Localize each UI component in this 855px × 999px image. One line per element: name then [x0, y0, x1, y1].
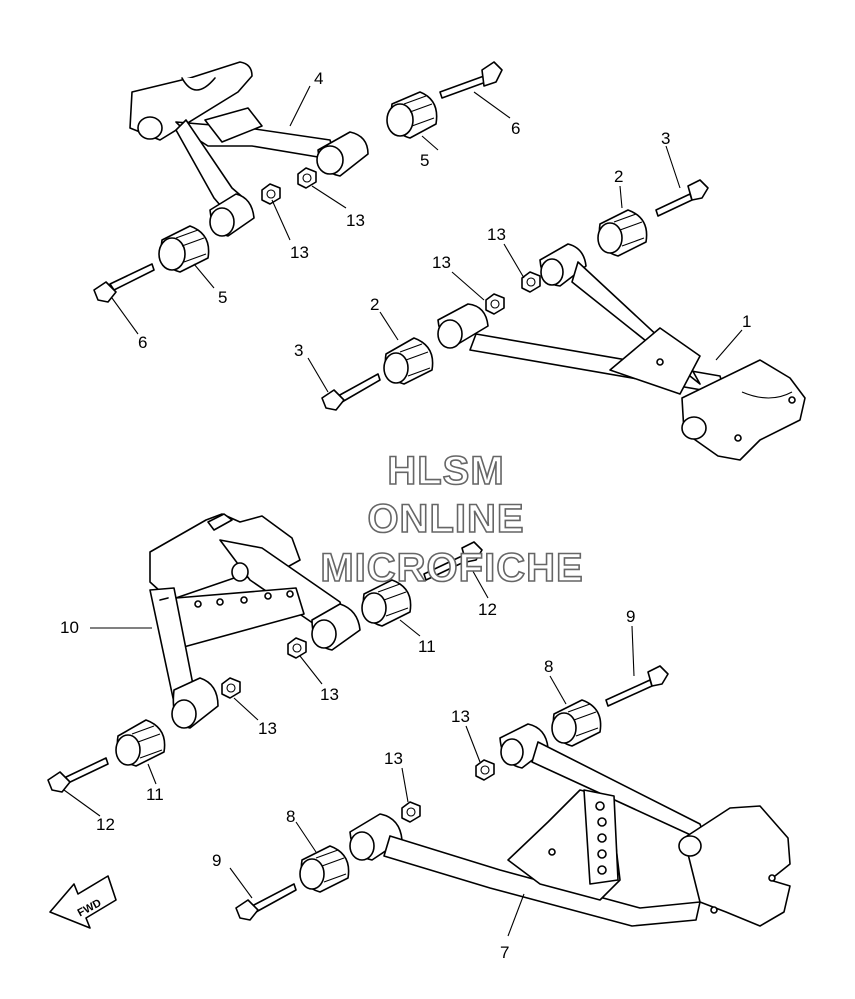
- callout-9b: 9: [212, 851, 221, 870]
- callout-1a: 1: [742, 312, 751, 331]
- lower-hardware: [47, 541, 669, 921]
- callout-6b: 6: [138, 333, 147, 352]
- callout-12b: 12: [96, 815, 115, 834]
- callout-13f: 13: [258, 719, 277, 738]
- callout-13h: 13: [384, 749, 403, 768]
- callout-13e: 13: [320, 685, 339, 704]
- callout-5b: 5: [218, 288, 227, 307]
- fwd-arrow-icon: FWD: [49, 875, 117, 929]
- callout-3a: 3: [661, 129, 670, 148]
- callout-13g: 13: [451, 707, 470, 726]
- callout-2a: 2: [614, 167, 623, 186]
- callout-11b: 11: [146, 785, 164, 804]
- callout-13d: 13: [487, 225, 506, 244]
- watermark-line-2: ONLINE: [367, 497, 524, 541]
- callout-13c: 13: [432, 253, 451, 272]
- callout-10: 10: [60, 618, 79, 637]
- watermark-line-1: HLSM: [387, 449, 504, 493]
- callout-6a: 6: [511, 119, 520, 138]
- lower-arm-right: [349, 723, 791, 927]
- callout-12a: 12: [478, 600, 497, 619]
- watermark-line-3: MICROFICHE: [320, 546, 583, 590]
- watermark: HLSM ONLINE MICROFICHE: [320, 448, 584, 591]
- callout-2b: 2: [370, 295, 379, 314]
- callout-labels: 4 1 2 2 3 3 5 5 6 6 13 13 13 13 7 8 8 9 …: [60, 69, 751, 962]
- callout-11a: 11: [418, 637, 436, 656]
- leader-lines: [63, 85, 743, 937]
- lower-arm-left: [149, 513, 361, 729]
- callout-8b: 8: [286, 807, 295, 826]
- callout-13a: 13: [290, 243, 309, 262]
- upper-arm-right: [437, 243, 806, 461]
- callout-5a: 5: [420, 151, 429, 170]
- upper-arm-left: [129, 61, 369, 237]
- callout-8a: 8: [544, 657, 553, 676]
- callout-4: 4: [314, 69, 323, 88]
- callout-3b: 3: [294, 341, 303, 360]
- upper-hardware: [93, 61, 709, 411]
- callout-9a: 9: [626, 607, 635, 626]
- callout-7: 7: [500, 943, 509, 962]
- callout-13b: 13: [346, 211, 365, 230]
